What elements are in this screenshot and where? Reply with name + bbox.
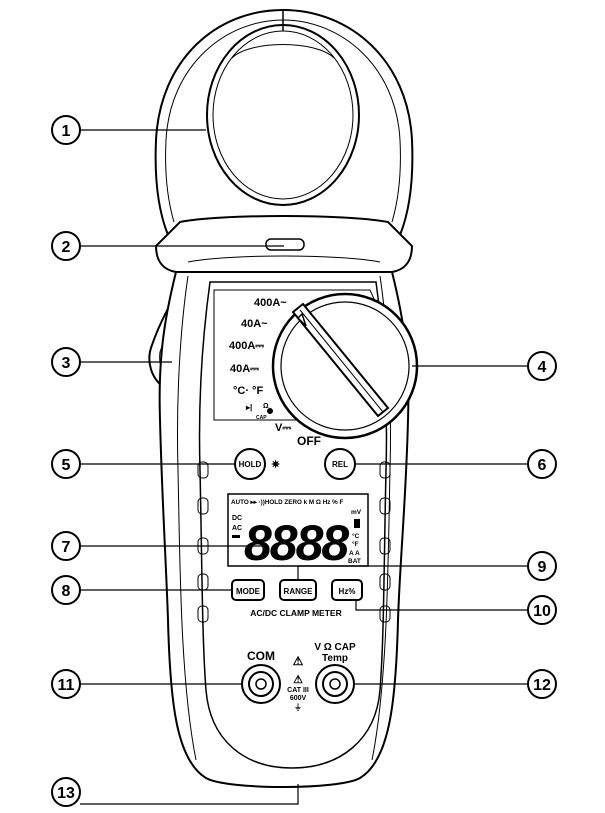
range-button-label: RANGE — [284, 587, 314, 596]
svg-text:2: 2 — [62, 239, 71, 256]
callout-7: 7 — [51, 531, 81, 561]
dial-pointer-icon — [296, 312, 307, 327]
rotary-switch-panel: 400A~ 40A~ 400A⎓ 40A⎓ °C· °F Ω ▸| CAP V⎓… — [213, 289, 419, 448]
input-jack[interactable] — [315, 664, 355, 704]
svg-text:5: 5 — [62, 457, 71, 474]
callout-8: 8 — [51, 575, 81, 605]
lcd-battery-icon — [354, 519, 360, 528]
lcd-dc: DC — [232, 515, 242, 522]
warning-icon: ⚠ — [293, 654, 304, 668]
dial-pos-off: OFF — [297, 434, 321, 448]
backlight-icon: ✷ — [271, 459, 280, 471]
leader-lines — [80, 129, 528, 805]
hz-button-label: Hz% — [339, 587, 356, 596]
hand-guard — [154, 215, 414, 273]
svg-text:13: 13 — [57, 785, 75, 802]
range-button[interactable]: RANGE — [279, 579, 317, 601]
lcd-minus-sign — [232, 535, 240, 538]
clamp-jaw — [154, 8, 414, 236]
mode-button[interactable]: MODE — [231, 579, 265, 601]
mode-button-label: MODE — [236, 587, 261, 596]
ground-icon: ⏚ — [294, 703, 302, 712]
input-jack-label-2: Temp — [322, 653, 348, 664]
dial-pos-cap: CAP — [256, 415, 267, 421]
dial-pos-temp: °C· °F — [233, 385, 263, 397]
rotary-dial-knob[interactable] — [271, 292, 419, 440]
dial-pos-400a-ac: 400A~ — [254, 297, 287, 309]
callout-12: 12 — [527, 669, 557, 699]
warning-icon-2: ⚠ — [293, 674, 303, 686]
hold-button[interactable]: HOLD — [234, 448, 266, 480]
callout-4: 4 — [527, 351, 557, 381]
callout-1: 1 — [51, 115, 81, 145]
hz-button[interactable]: Hz% — [331, 579, 363, 601]
lcd-top-annunciators: AUTO ▸▸ ·))HOLD ZERO k M Ω Hz % F — [231, 499, 344, 506]
dial-pos-40a-ac: 40A~ — [241, 318, 268, 330]
input-jack-label-1: V Ω CAP — [314, 642, 356, 653]
dial-pos-ohm: Ω — [263, 403, 269, 410]
com-jack[interactable] — [241, 664, 281, 704]
flashlight-lens — [265, 238, 305, 251]
meter-model-label: AC/DC CLAMP METER — [250, 608, 341, 618]
callout-13: 13 — [51, 777, 81, 807]
callout-3: 3 — [51, 347, 81, 377]
svg-text:1: 1 — [62, 123, 71, 140]
svg-text:4: 4 — [538, 359, 547, 376]
lcd-bat: BAT — [348, 558, 361, 565]
continuity-icon — [267, 408, 273, 414]
com-jack-label: COM — [247, 649, 275, 663]
svg-text:9: 9 — [538, 559, 547, 576]
rel-button[interactable]: REL — [324, 448, 356, 480]
lcd-amps: A A — [349, 550, 360, 557]
callout-10: 10 — [527, 595, 557, 625]
lcd-fahrenheit: °F — [352, 540, 359, 548]
dial-pos-40a-dc: 40A⎓ — [230, 363, 259, 375]
svg-text:10: 10 — [533, 603, 551, 620]
lcd-mv: mV — [351, 509, 362, 516]
dial-pos-v: V⎓ — [275, 422, 291, 434]
lcd-digits: 8888 — [244, 515, 349, 571]
lcd-celsius: °C — [352, 532, 360, 540]
callout-5: 5 — [51, 449, 81, 479]
callout-6: 6 — [527, 449, 557, 479]
svg-text:7: 7 — [62, 539, 71, 556]
svg-text:3: 3 — [62, 355, 71, 372]
callout-2: 2 — [51, 231, 81, 261]
callout-9: 9 — [527, 551, 557, 581]
cat-rating-line1: CAT III — [287, 687, 309, 694]
rel-button-label: REL — [332, 460, 348, 469]
dial-pos-400a-dc: 400A⎓ — [229, 340, 264, 352]
svg-text:8: 8 — [62, 583, 71, 600]
cat-rating-line2: 600V — [290, 695, 307, 702]
svg-text:11: 11 — [58, 677, 75, 694]
svg-text:12: 12 — [533, 677, 551, 694]
callout-11: 11 — [51, 669, 81, 699]
diode-icon: ▸| — [245, 403, 252, 412]
hold-button-label: HOLD — [239, 460, 262, 469]
svg-text:6: 6 — [538, 457, 547, 474]
lcd-display: AUTO ▸▸ ·))HOLD ZERO k M Ω Hz % F DC AC … — [227, 493, 369, 571]
lcd-ac: AC — [232, 525, 242, 532]
